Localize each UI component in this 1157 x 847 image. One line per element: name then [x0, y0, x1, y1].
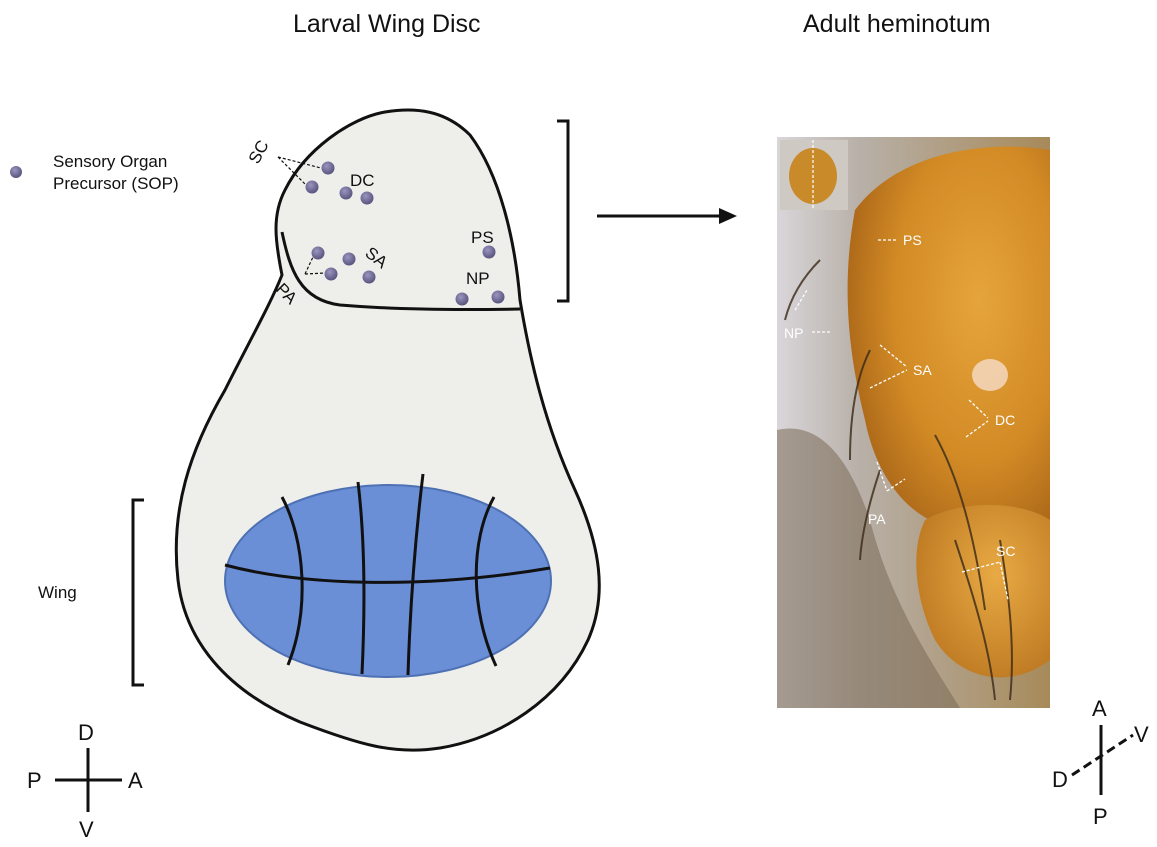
- sop-dot: [363, 271, 376, 284]
- sop-dot: [343, 253, 356, 266]
- photo-label-sc: SC: [996, 543, 1015, 559]
- photo-label-dc: DC: [995, 412, 1015, 428]
- photo-label-pa: PA: [868, 511, 886, 527]
- sop-dot: [483, 246, 496, 259]
- sop-dot: [312, 247, 325, 260]
- sop-dot: [325, 268, 338, 281]
- legend-line-1: Sensory Organ: [53, 152, 167, 171]
- arrow-to-adult: [597, 208, 737, 224]
- photo-label-ps: PS: [903, 232, 922, 248]
- sop-dot: [322, 162, 335, 175]
- axis-right-d: D: [1052, 767, 1068, 792]
- axes-right: [1072, 725, 1133, 795]
- disc-label-ps: PS: [471, 228, 494, 247]
- disc-label-dc: DC: [350, 171, 375, 190]
- notum-bracket: [557, 121, 568, 301]
- axes-left: [55, 748, 122, 812]
- axis-right-v: V: [1134, 722, 1149, 747]
- disc-label-np: NP: [466, 269, 490, 288]
- axis-left-d: D: [78, 720, 94, 745]
- axis-left-v: V: [79, 817, 94, 842]
- sop-dot: [361, 192, 374, 205]
- disc-label-sc: SC: [245, 137, 273, 167]
- wing-bracket: [133, 500, 144, 685]
- sop-dot: [456, 293, 469, 306]
- axis-right-a: A: [1092, 696, 1107, 721]
- axis-left-a: A: [128, 768, 143, 793]
- photo-label-sa: SA: [913, 362, 932, 378]
- sop-dot: [492, 291, 505, 304]
- sop-dot: [306, 181, 319, 194]
- photo-label-np: NP: [784, 325, 803, 341]
- wing-label: Wing: [38, 583, 77, 602]
- legend-sop-dot: [10, 166, 22, 178]
- axis-right-p: P: [1093, 804, 1108, 829]
- axis-left-p: P: [27, 768, 42, 793]
- legend-line-2: Precursor (SOP): [53, 174, 179, 193]
